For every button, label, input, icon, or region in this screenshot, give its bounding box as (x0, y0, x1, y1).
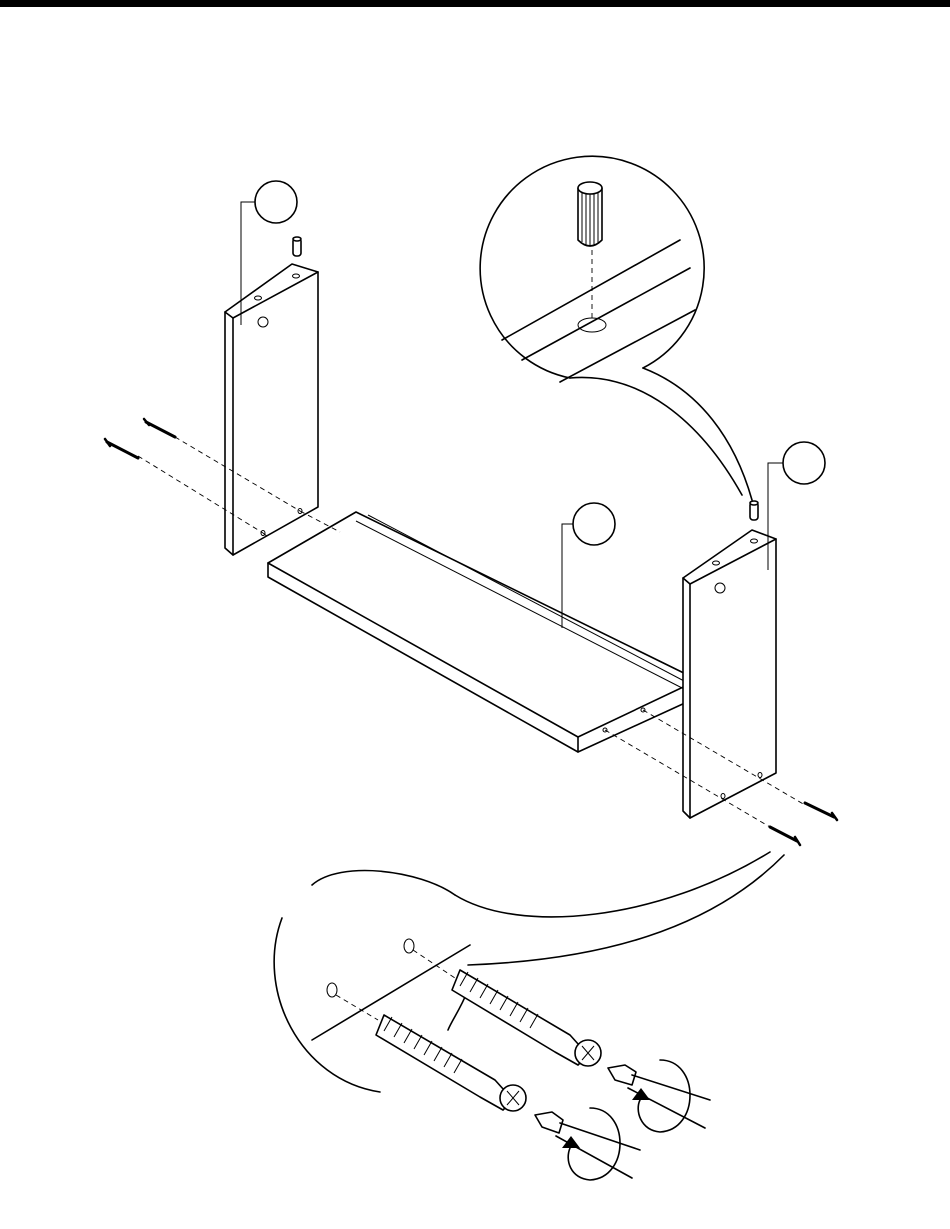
wood-dowel (750, 501, 758, 520)
cam-screw (105, 439, 138, 458)
rotate-arrow-icon (562, 1136, 580, 1148)
bottom-shelf (268, 512, 698, 752)
rotate-arrow-icon (632, 1088, 650, 1100)
wood-dowel (293, 237, 301, 256)
wood-dowel (578, 182, 602, 246)
cam-screw (452, 970, 601, 1066)
cam-screw (805, 803, 837, 820)
dowel-insertion-detail (480, 156, 752, 500)
cam-screw (144, 419, 175, 437)
cam-screw (770, 827, 800, 845)
shelf-callout (562, 503, 615, 628)
screw-driving-detail (274, 852, 784, 1180)
cam-screw (376, 1015, 526, 1111)
screwdriver-icon (535, 1108, 640, 1180)
screwdriver-icon (608, 1060, 710, 1132)
left-side-panel (225, 237, 318, 555)
right-side-panel (683, 501, 776, 818)
